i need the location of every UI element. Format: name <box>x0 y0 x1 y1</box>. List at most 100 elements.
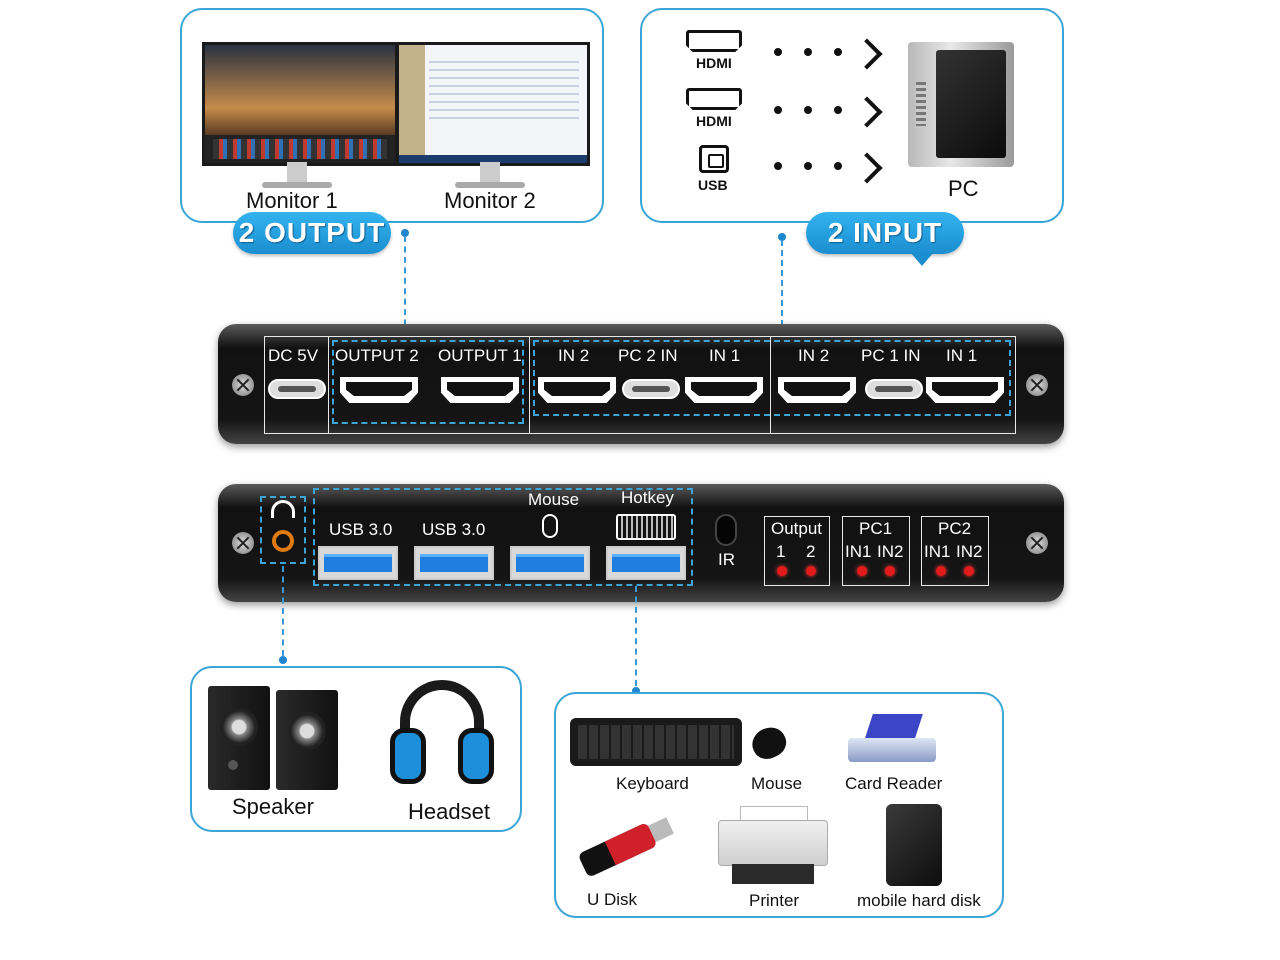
hdmi-icon <box>686 88 742 110</box>
keyboard-icon <box>616 514 676 540</box>
pc-tower-image <box>908 42 1014 167</box>
usb1-label: USB 3.0 <box>329 520 393 539</box>
connector-dot <box>279 656 287 664</box>
pc2-in2-hdmi-port <box>538 377 616 403</box>
hard-disk-label: mobile hard disk <box>857 891 981 910</box>
printer-label: Printer <box>749 891 800 910</box>
pc1-in1-hdmi-port <box>926 377 1004 403</box>
headset-label: Headset <box>408 799 490 824</box>
output2-hdmi-port <box>340 377 418 403</box>
hdmi-label-2: HDMI <box>696 113 732 129</box>
arrow-dot <box>804 48 812 56</box>
u-disk-image <box>574 805 682 884</box>
output-led-1 <box>777 566 787 576</box>
card-reader-label: Card Reader <box>845 774 943 793</box>
pc2-in1-led <box>936 566 946 576</box>
usb-ports-highlight <box>313 488 693 586</box>
hard-disk-image <box>886 804 942 886</box>
connector-dot <box>401 229 409 237</box>
pc2-in2-label: IN 2 <box>558 346 590 365</box>
pc1-in2-led-label: IN2 <box>877 542 904 561</box>
monitor-1-stand <box>287 162 307 184</box>
pc2-in1-label: IN 1 <box>709 346 741 365</box>
ir-receiver <box>715 514 737 546</box>
keyboard-label: Keyboard <box>616 774 689 793</box>
usb-devices-panel: Keyboard Mouse Card Reader U Disk Printe… <box>554 692 1004 918</box>
speaker-image <box>208 686 270 790</box>
monitor-1-label: Monitor 1 <box>246 188 338 213</box>
hdmi-label-1: HDMI <box>696 55 732 71</box>
headphone-icon <box>271 500 295 518</box>
output-led-title: Output <box>771 519 823 538</box>
kvm-rear-panel: DC 5V OUTPUT 2 OUTPUT 1 IN 2 PC 2 IN IN … <box>218 324 1064 444</box>
audio-devices-panel: Speaker Headset <box>190 666 522 832</box>
pc2-usb-port <box>622 379 680 399</box>
monitors-panel: Monitor 1 Monitor 2 <box>180 8 604 223</box>
output1-label: OUTPUT 1 <box>438 346 522 365</box>
pc1-in2-led <box>885 566 895 576</box>
output-led-1-label: 1 <box>776 542 786 561</box>
keyboard-image <box>570 718 742 766</box>
usb-label: USB <box>698 177 728 193</box>
connector-line <box>635 586 637 686</box>
arrow-dot <box>774 106 782 114</box>
audio-jack <box>272 530 294 552</box>
pc1-in-label: PC 1 IN <box>861 346 921 365</box>
arrow-dot <box>834 48 842 56</box>
pc2-in-label: PC 2 IN <box>618 346 678 365</box>
pc1-in1-label: IN 1 <box>946 346 978 365</box>
speaker-label: Speaker <box>232 794 314 819</box>
hotkey-label: Hotkey <box>621 488 674 507</box>
output-led-frame <box>764 516 830 586</box>
connector-dot <box>778 233 786 241</box>
input-ports-highlight <box>533 340 1011 416</box>
hotkey-usb-port <box>606 546 686 580</box>
output-badge: 2 OUTPUT <box>233 212 391 254</box>
pc1-in1-led <box>857 566 867 576</box>
rear-divider <box>328 336 329 434</box>
pc2-in1-hdmi-port <box>685 377 763 403</box>
pc1-led-frame <box>842 516 910 586</box>
mouse-image <box>747 722 791 764</box>
rear-divider <box>529 336 530 434</box>
arrow-dot <box>804 162 812 170</box>
usb1-port <box>318 546 398 580</box>
pc2-in1-led-label: IN1 <box>924 542 951 561</box>
audio-port-highlight <box>260 496 306 564</box>
pc2-in2-led <box>964 566 974 576</box>
card-reader-image <box>848 714 938 766</box>
screw-icon <box>232 374 254 396</box>
arrow-dot <box>804 106 812 114</box>
printer-image <box>718 806 828 886</box>
pc1-in2-label: IN 2 <box>798 346 830 365</box>
pc-panel: HDMI HDMI USB PC <box>640 8 1064 223</box>
ir-label: IR <box>718 550 735 569</box>
output-led-2 <box>806 566 816 576</box>
output-ports-highlight <box>332 340 524 424</box>
kvm-front-panel: USB 3.0 USB 3.0 Mouse Hotkey IR Output 1… <box>218 484 1064 602</box>
monitor-2-stand <box>480 162 500 184</box>
chevron-right-icon <box>851 38 883 70</box>
hdmi-icon <box>686 30 742 52</box>
arrow-dot <box>834 162 842 170</box>
mouse-port-label: Mouse <box>528 490 580 509</box>
dc-label: DC 5V <box>268 346 319 365</box>
monitor-2-base <box>455 182 525 188</box>
input-badge: 2 INPUT <box>806 212 964 254</box>
monitor-1-image <box>202 42 398 166</box>
mouse-usb-port <box>510 546 590 580</box>
rear-divider <box>770 336 771 434</box>
usb2-port <box>414 546 494 580</box>
output-led-2-label: 2 <box>806 542 816 561</box>
chevron-right-icon <box>851 152 883 184</box>
pc1-in2-hdmi-port <box>778 377 856 403</box>
arrow-dot <box>774 48 782 56</box>
input-badge-pointer <box>910 252 934 266</box>
mouse-label: Mouse <box>751 774 803 793</box>
pc2-led-frame <box>921 516 989 586</box>
dc-port <box>268 379 326 399</box>
usb-b-icon <box>699 145 729 173</box>
arrow-dot <box>774 162 782 170</box>
connector-line <box>404 236 406 336</box>
rear-port-frame <box>264 336 1016 434</box>
